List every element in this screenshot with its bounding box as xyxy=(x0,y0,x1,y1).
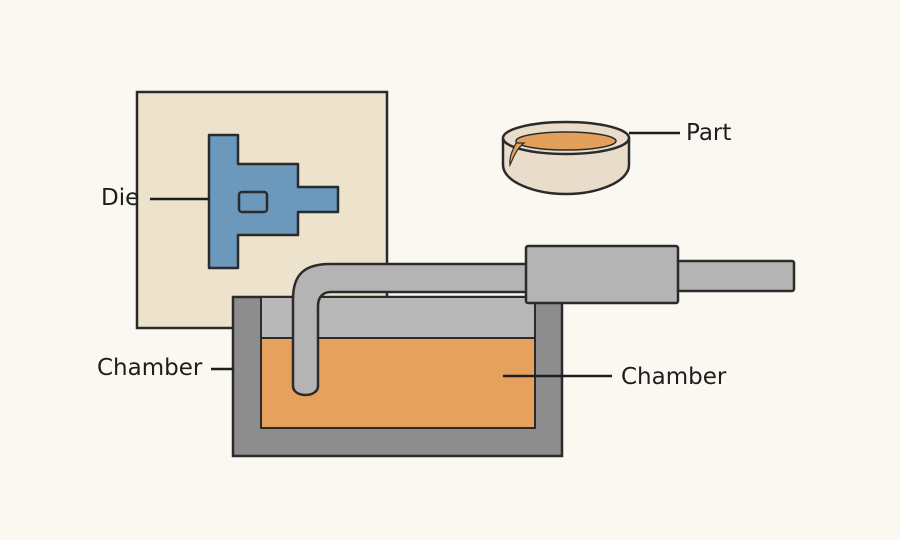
plunger-rod xyxy=(673,259,796,293)
gooseneck-pipe xyxy=(291,262,530,397)
die-cavity xyxy=(207,133,340,270)
die xyxy=(135,90,389,330)
plunger-cylinder xyxy=(524,244,680,305)
chamber-label-right: Chamber xyxy=(621,364,727,390)
die-cavity-core xyxy=(237,190,269,214)
part-flow-mark xyxy=(509,142,526,168)
chamber-label-left: Chamber xyxy=(97,355,203,381)
gooseneck xyxy=(291,244,796,397)
part-label: Part xyxy=(686,120,732,146)
die-label: Die xyxy=(101,185,140,211)
leader-lines xyxy=(150,131,680,378)
part xyxy=(501,120,631,196)
part-inner-metal xyxy=(515,131,617,151)
